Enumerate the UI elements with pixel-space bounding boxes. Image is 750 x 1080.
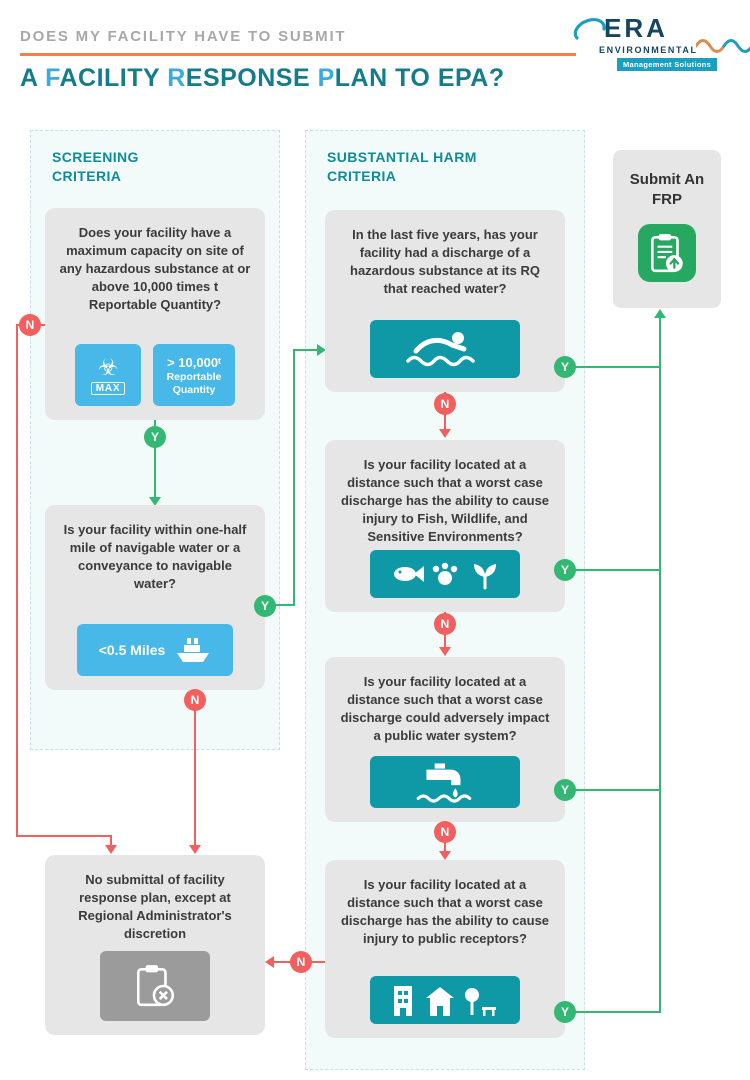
distance-tile: <0.5 Miles — [77, 624, 233, 676]
distance-label: <0.5 Miles — [98, 642, 166, 658]
title-part: LAN TO EPA? — [334, 64, 505, 92]
node-no: N — [290, 951, 312, 973]
substantial-harm-title: SUBSTANTIAL HARM CRITERIA — [327, 149, 477, 184]
node-yes: Y — [554, 779, 576, 801]
node-yes: Y — [254, 595, 276, 617]
reportable-quantity-tile: > 10,000ᵗ Reportable Quantity — [153, 344, 235, 406]
water-system-tile — [370, 756, 520, 808]
orange-divider — [20, 53, 576, 56]
screening-criteria-title: SCREENING CRITERIA — [52, 149, 139, 184]
no-frp-tile — [100, 951, 210, 1021]
outcome-text: No submittal of facility response plan, … — [78, 872, 232, 941]
title-highlight-f: F — [45, 64, 60, 92]
discharge-water-tile — [370, 320, 520, 378]
question-text: Does your facility have a maximum capaci… — [59, 225, 251, 312]
connector-no-line — [194, 690, 196, 847]
faucet-icon — [416, 763, 472, 803]
arrowhead-left — [265, 956, 274, 968]
submit-frp-tile — [638, 223, 696, 282]
question-box-public-water-system: Is your facility located at a distance s… — [325, 657, 565, 822]
question-box-fish-wildlife: Is your facility located at a distance s… — [325, 440, 565, 612]
ship-icon — [177, 638, 210, 662]
era-logo-environmental: ENVIRONMENTAL — [599, 45, 698, 55]
tile-row — [325, 320, 565, 378]
tile-row — [325, 550, 565, 598]
question-text: Is your facility located at a distance s… — [340, 674, 550, 743]
hazard-max-label: MAX — [90, 381, 126, 395]
connector-yes-trunk — [659, 318, 661, 1013]
title-part: A — [20, 64, 46, 92]
question-box-discharge-reached-water: In the last five years, has your facilit… — [325, 210, 565, 392]
era-logo-name: ERA — [604, 13, 668, 43]
wildlife-tile — [370, 550, 520, 598]
clipboard-x-icon — [136, 965, 175, 1007]
arrowhead-down — [439, 429, 451, 438]
outcome-box-no-submittal: No submittal of facility response plan, … — [45, 855, 265, 1035]
tile-row: <0.5 Miles — [45, 624, 265, 676]
node-yes: Y — [554, 1001, 576, 1023]
fish-paw-plant-icon — [394, 562, 496, 590]
node-yes: Y — [144, 426, 166, 448]
header-eyebrow: DOES MY FACILITY HAVE TO SUBMIT — [20, 28, 347, 45]
node-no: N — [184, 689, 206, 711]
outcome-box-submit-frp: Submit An FRP — [613, 150, 721, 308]
connector-yes-line — [293, 349, 295, 606]
connector-no-line — [16, 324, 18, 836]
hazard-max-tile: ☣ MAX — [75, 344, 141, 406]
era-swoosh-icon — [573, 18, 606, 40]
arrowhead-down — [149, 497, 161, 506]
node-yes: Y — [554, 559, 576, 581]
connector-yes-line — [293, 349, 319, 351]
page-title: A FACILITY RESPONSE PLAN TO EPA? — [20, 64, 505, 93]
connector-yes-line — [565, 569, 660, 571]
arrowhead-down — [105, 845, 117, 854]
tile-row: ☣ MAX > 10,000ᵗ Reportable Quantity — [45, 344, 265, 406]
swimmer-icon — [406, 332, 475, 367]
buildings-icon — [394, 986, 496, 1016]
question-box-max-capacity: Does your facility have a maximum capaci… — [45, 208, 265, 420]
connector-yes-line — [265, 604, 295, 606]
question-box-navigable-water: Is your facility within one-half mile of… — [45, 505, 265, 690]
connector-yes-line — [154, 420, 156, 499]
node-no: N — [434, 821, 456, 843]
quantity-label: Reportable — [166, 370, 222, 383]
title-highlight-p: P — [317, 64, 335, 92]
public-receptors-tile — [370, 976, 520, 1024]
connector-yes-line — [565, 1011, 660, 1013]
arrowhead-right — [317, 344, 326, 356]
node-no: N — [434, 393, 456, 415]
arrowhead-down — [439, 647, 451, 656]
tile-row — [45, 951, 265, 1021]
submit-frp-label: Submit An FRP — [629, 171, 705, 209]
connector-no-line — [110, 835, 112, 847]
arrowhead-down — [189, 845, 201, 854]
connector-yes-line — [565, 789, 660, 791]
node-no: N — [434, 613, 456, 635]
biohazard-icon: ☣ — [97, 354, 119, 381]
tile-row — [325, 976, 565, 1024]
connector-no-line — [16, 835, 112, 837]
node-no: N — [19, 314, 41, 336]
question-box-public-receptors: Is your facility located at a distance s… — [325, 860, 565, 1038]
title-part: ACILITY — [59, 64, 168, 92]
quantity-label: Quantity — [172, 383, 216, 396]
quantity-value: > 10,000ᵗ — [167, 354, 221, 370]
tile-row — [325, 756, 565, 808]
question-text: In the last five years, has your facilit… — [350, 227, 540, 296]
node-yes: Y — [554, 356, 576, 378]
connector-yes-line — [565, 366, 660, 368]
question-text: Is your facility located at a distance s… — [340, 877, 550, 946]
question-text: Is your facility located at a distance s… — [340, 457, 550, 544]
title-part: ESPONSE — [185, 64, 318, 92]
era-logo-tagline: Management Solutions — [617, 58, 718, 71]
brand-wave-icon — [696, 39, 750, 53]
arrowhead-down — [439, 851, 451, 860]
question-text: Is your facility within one-half mile of… — [63, 522, 247, 591]
arrowhead-up — [654, 309, 666, 318]
clipboard-upload-icon — [650, 233, 683, 272]
title-highlight-r: R — [167, 64, 186, 92]
